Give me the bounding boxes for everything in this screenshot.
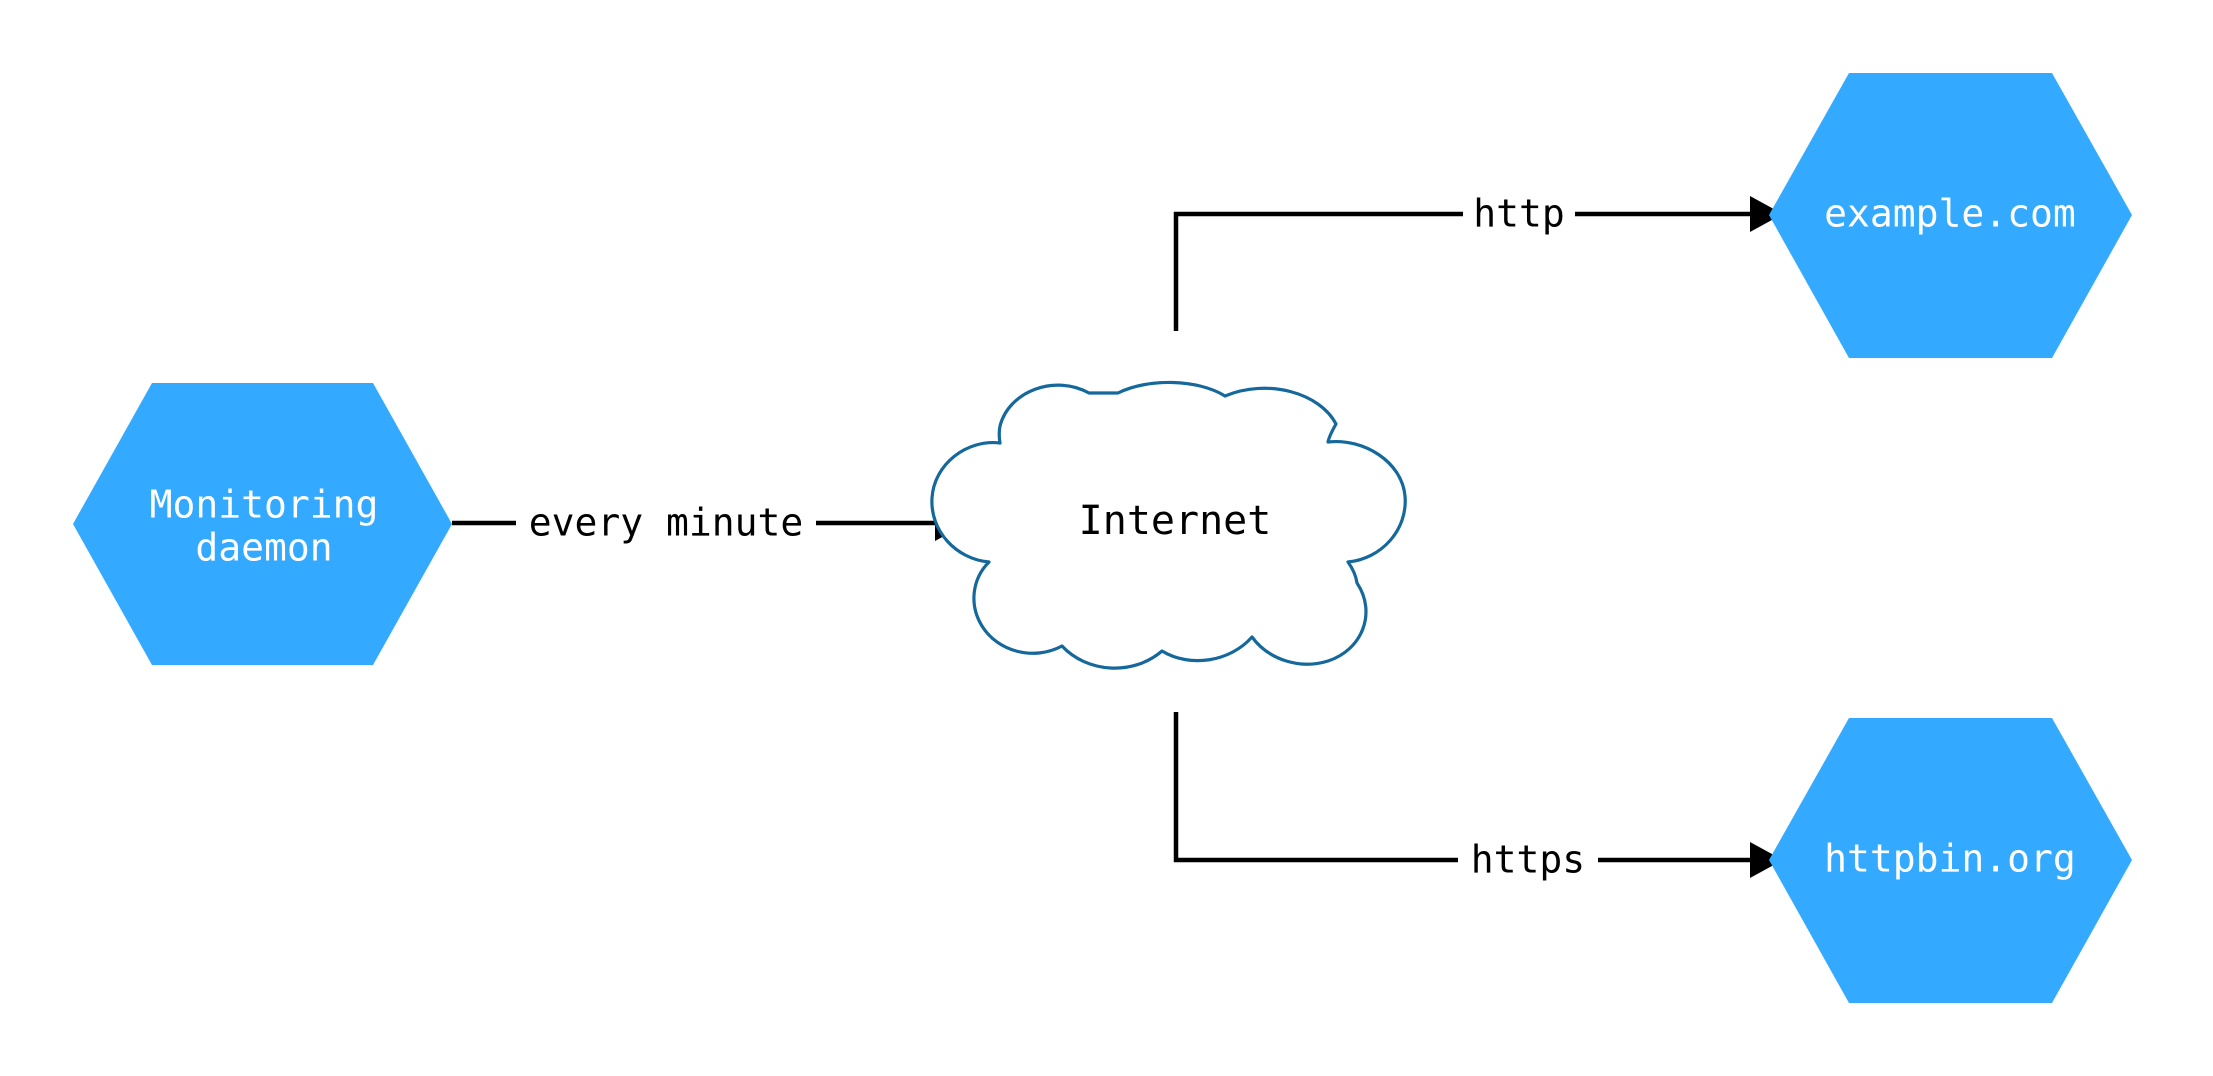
node-httpbin-org[interactable]: httpbin.org (1769, 718, 2132, 1003)
edge-daemon-to-internet-label: every minute (529, 501, 804, 545)
edge-internet-to-example-arrowhead (1750, 196, 1783, 232)
node-monitoring-daemon-label-line-2: daemon (195, 526, 332, 570)
node-httpbin-org-hexagon (1769, 718, 2132, 1003)
edge-daemon-to-internet[interactable]: every minute (452, 500, 968, 546)
edge-internet-to-example-label-bg (1463, 191, 1575, 237)
node-monitoring-daemon-hexagon (73, 383, 452, 665)
node-internet[interactable]: Internet (930, 380, 1407, 670)
node-monitoring-daemon-label-line-1: Monitoring (150, 483, 379, 527)
edge-internet-to-httpbin[interactable]: https (1173, 712, 1783, 883)
node-example-com-label: example.com (1824, 192, 2076, 236)
edge-internet-to-httpbin-label-bg (1458, 837, 1598, 883)
edge-internet-to-example-label: http (1473, 192, 1565, 236)
node-httpbin-org-label: httpbin.org (1824, 837, 2076, 881)
node-internet-label: Internet (1079, 498, 1272, 544)
node-example-com-hexagon (1769, 73, 2132, 358)
node-example-com[interactable]: example.com (1769, 73, 2132, 358)
edge-internet-to-example[interactable]: http (1173, 191, 1783, 331)
node-monitoring-daemon[interactable]: Monitoring daemon (73, 383, 452, 665)
edge-internet-to-httpbin-arrowhead (1750, 842, 1783, 878)
edge-daemon-to-internet-label-bg (516, 500, 816, 546)
node-internet-cloud (930, 380, 1407, 670)
edge-internet-to-httpbin-label: https (1471, 838, 1585, 882)
